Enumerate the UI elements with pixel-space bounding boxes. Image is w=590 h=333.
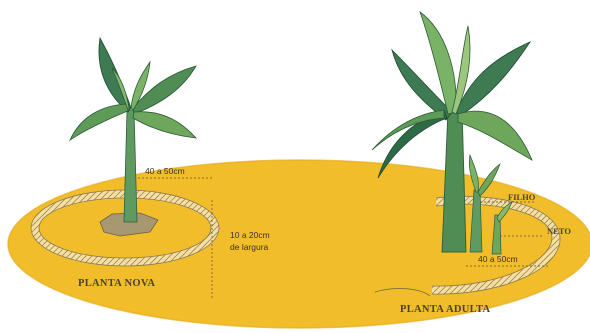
son-label: FILHO: [508, 192, 536, 202]
young-width-label: 40 a 50cm: [145, 166, 185, 176]
adult-width-label: 40 a 50cm: [478, 254, 518, 264]
young-plant-caption: PLANTA NOVA: [78, 278, 155, 289]
young-band-label-line2: de largura: [230, 242, 269, 252]
ground-ellipse: [8, 160, 590, 328]
young-band-label-line1: 10 a 20cm: [230, 230, 270, 240]
adult-plant-caption: PLANTA ADULTA: [400, 304, 490, 315]
grandson-label: NETO: [547, 226, 571, 236]
